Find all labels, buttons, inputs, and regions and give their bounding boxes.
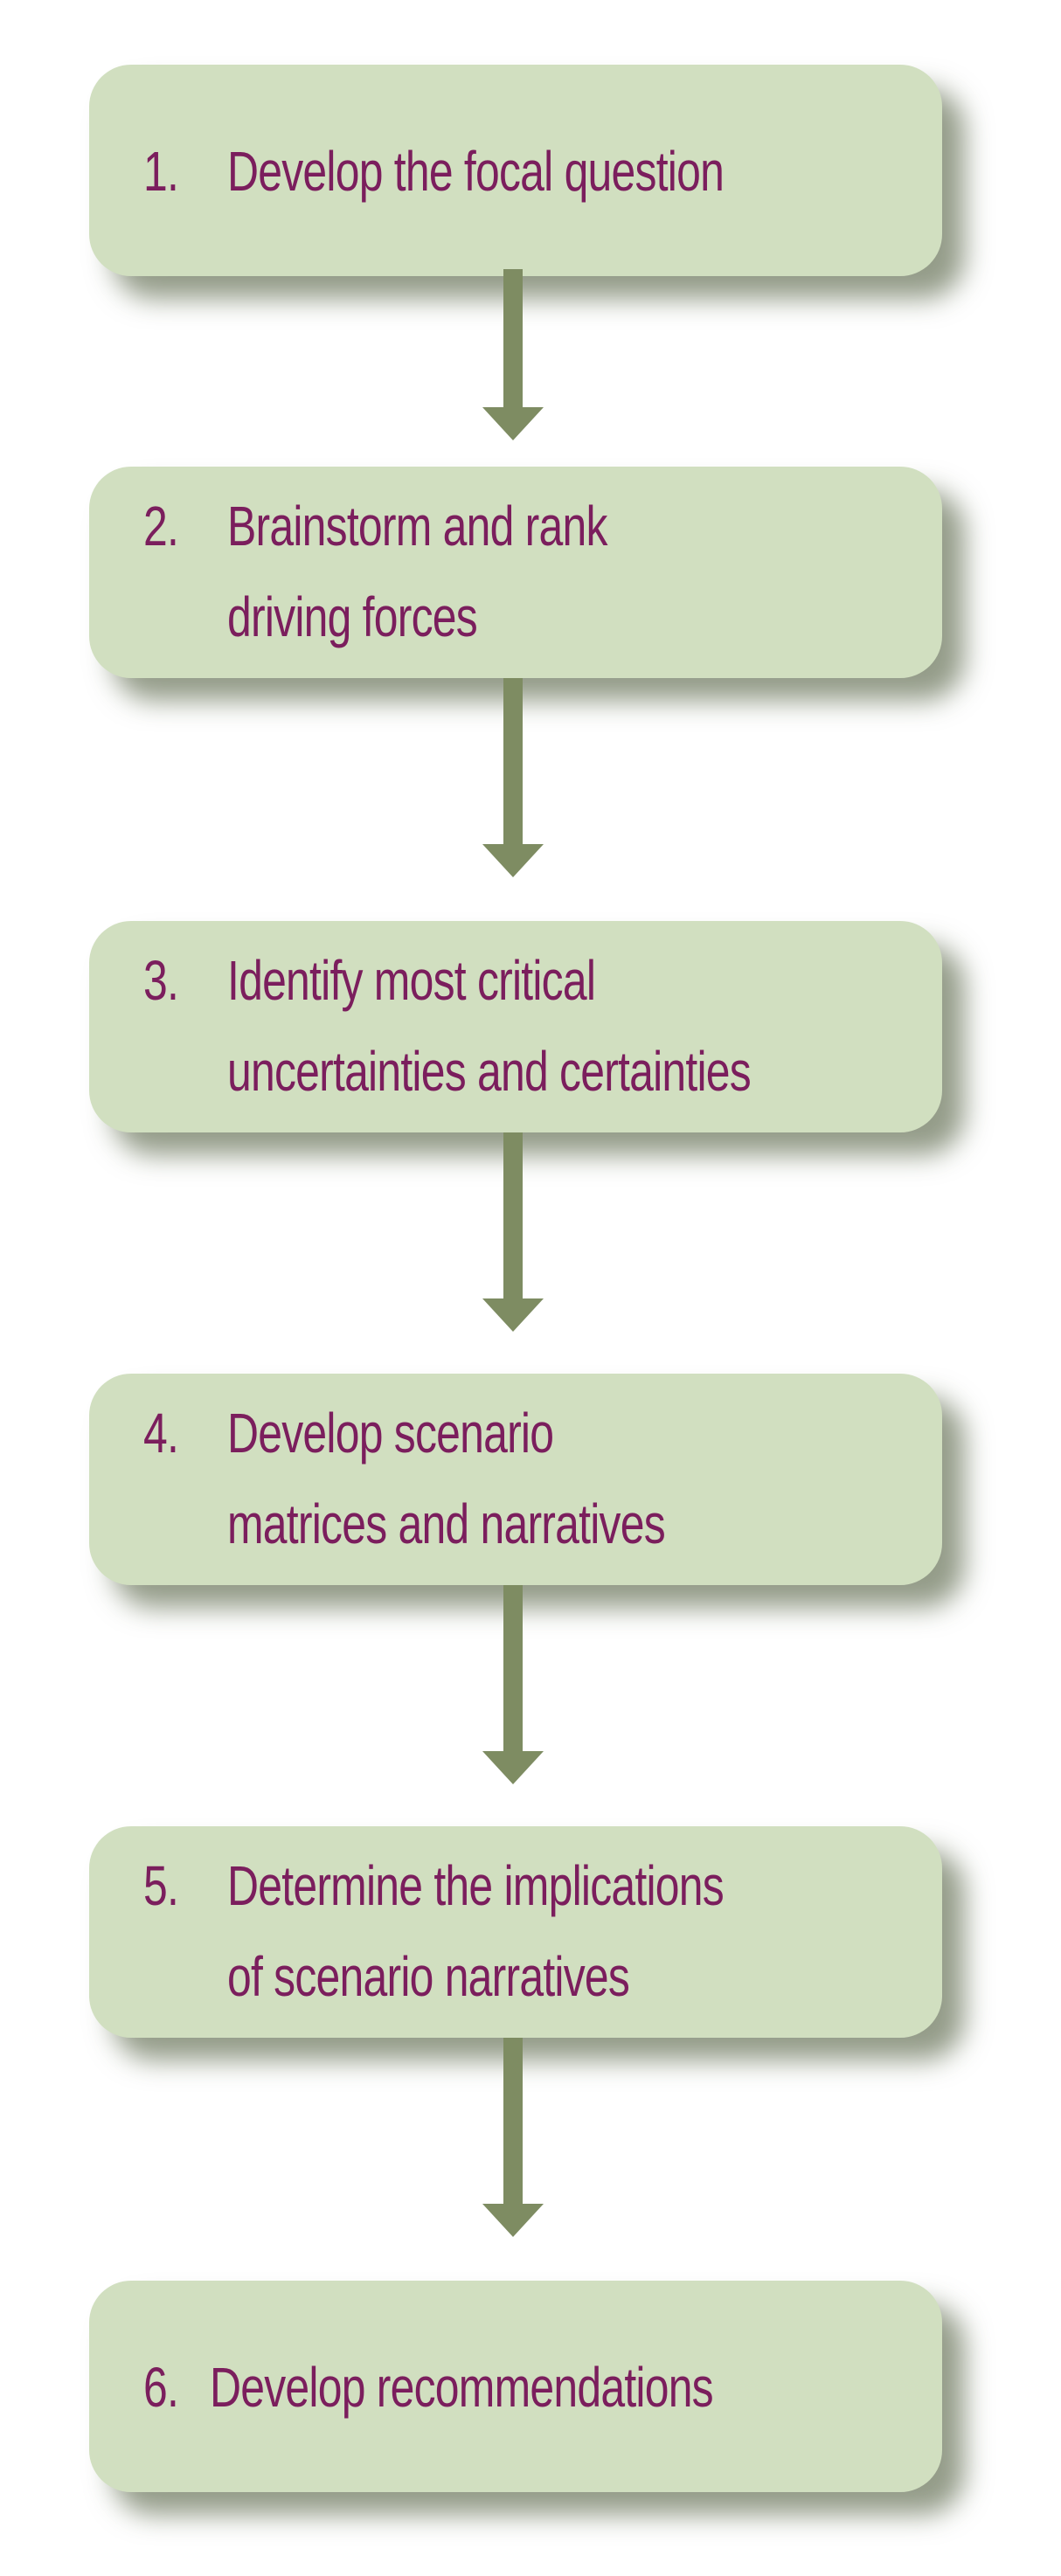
step-2-number: 2. (143, 495, 179, 557)
arrow-3-head (482, 1298, 544, 1332)
arrow-4-shaft (503, 1585, 523, 1753)
step-6-text: Develop recommendations (210, 2342, 714, 2433)
step-1-text: Develop the focal question (227, 126, 725, 217)
step-1-box: 1. Develop the focal question (89, 65, 942, 276)
step-5-text: Determine the implications of scenario n… (227, 1840, 725, 2022)
step-5-number: 5. (143, 1854, 179, 1917)
step-2-line-1: Brainstorm and rank (227, 495, 607, 557)
arrow-1-shaft (503, 269, 523, 409)
step-1-line-1: Develop the focal question (227, 140, 725, 203)
step-3-text: Identify most critical uncertainties and… (227, 935, 752, 1117)
arrow-1-head (482, 407, 544, 440)
step-3-box: 3. Identify most critical uncertainties … (89, 921, 942, 1132)
step-3-line-2: uncertainties and certainties (227, 1040, 752, 1103)
step-3-number: 3. (143, 949, 179, 1012)
step-4-line-2: matrices and narratives (227, 1492, 666, 1555)
step-4-line-1: Develop scenario (227, 1402, 554, 1465)
step-5-line-1: Determine the implications (227, 1854, 725, 1917)
arrow-2-head (482, 844, 544, 877)
step-2-box: 2. Brainstorm and rank driving forces (89, 467, 942, 678)
step-4-number: 4. (143, 1402, 179, 1465)
arrow-5-shaft (503, 2038, 523, 2206)
step-1-number: 1. (143, 140, 179, 203)
step-3-line-1: Identify most critical (227, 949, 596, 1012)
step-6-line-1: Develop recommendations (210, 2356, 714, 2419)
step-2-line-2: driving forces (227, 585, 478, 648)
step-5-line-2: of scenario narratives (227, 1945, 630, 2008)
step-2-text: Brainstorm and rank driving forces (227, 481, 607, 662)
step-4-text: Develop scenario matrices and narratives (227, 1388, 666, 1569)
arrow-2-shaft (503, 678, 523, 846)
step-6-box: 6. Develop recommendations (89, 2281, 942, 2492)
arrow-4-head (482, 1751, 544, 1784)
arrow-5-head (482, 2204, 544, 2237)
step-4-box: 4. Develop scenario matrices and narrati… (89, 1374, 942, 1585)
step-6-number: 6. (143, 2356, 179, 2419)
step-5-box: 5. Determine the implications of scenari… (89, 1826, 942, 2038)
arrow-3-shaft (503, 1132, 523, 1300)
